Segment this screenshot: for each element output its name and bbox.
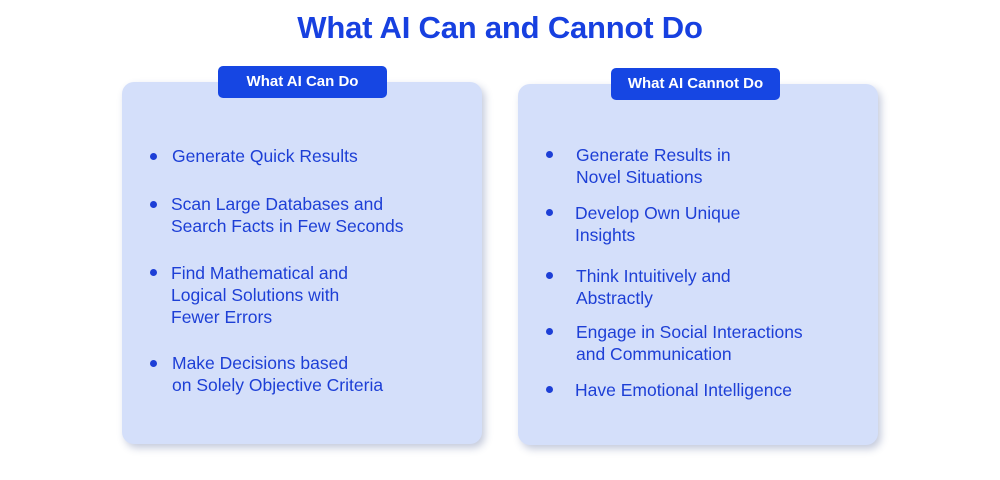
bullet-icon: [546, 272, 553, 279]
cannot-do-card: [518, 84, 878, 445]
cannot-do-item: Develop Own Unique Insights: [575, 203, 741, 245]
cannot-do-item: Engage in Social Interactions and Commun…: [576, 322, 803, 364]
page-title: What AI Can and Cannot Do: [297, 10, 703, 45]
cannot-do-item: Generate Results in Novel Situations: [576, 145, 731, 187]
can-do-item: Find Mathematical and Logical Solutions …: [171, 263, 349, 327]
bullet-icon: [546, 328, 553, 335]
can-do-item: Scan Large Databases and Search Facts in…: [171, 194, 404, 236]
cannot-do-item: Think Intuitively and Abstractly: [576, 266, 731, 308]
cannot-do-item: Have Emotional Intelligence: [575, 380, 792, 400]
bullet-icon: [150, 201, 157, 208]
cannot-do-heading: What AI Cannot Do: [611, 68, 780, 100]
bullet-icon: [546, 386, 553, 393]
can-do-item: Generate Quick Results: [172, 146, 358, 166]
bullet-icon: [150, 360, 157, 367]
bullet-icon: [150, 153, 157, 160]
can-do-item: Make Decisions based on Solely Objective…: [172, 353, 384, 395]
bullet-icon: [150, 269, 157, 276]
bullet-icon: [546, 209, 553, 216]
bullet-icon: [546, 151, 553, 158]
can-do-heading: What AI Can Do: [218, 66, 387, 98]
can-do-card: [122, 82, 482, 444]
